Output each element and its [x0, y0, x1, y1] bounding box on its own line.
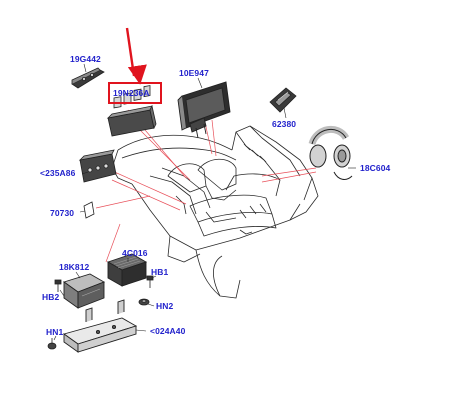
- callout-arrow: [125, 27, 147, 85]
- part-62380-illustration: [269, 87, 297, 113]
- label-HB2[interactable]: HB2: [42, 292, 60, 302]
- part-024A40-illustration: [62, 299, 138, 353]
- label-HN2[interactable]: HN2: [156, 301, 174, 311]
- part-18C604-illustration: [308, 126, 353, 180]
- fastener-HB2-illustration: [54, 279, 62, 292]
- part-leader-lines: [53, 63, 356, 341]
- part-18K812-illustration: [62, 273, 106, 309]
- label-024A40[interactable]: <024A40: [150, 326, 186, 336]
- part-235A86-illustration: [78, 149, 117, 183]
- fastener-HN2-illustration: [138, 298, 150, 306]
- part-4C016-illustration: [106, 253, 148, 287]
- part-70730-illustration: [83, 201, 95, 219]
- label-19G442[interactable]: 19G442: [70, 54, 101, 64]
- fastener-HB1-illustration: [146, 275, 154, 288]
- vehicle-interior-outline: [111, 125, 319, 299]
- label-HN1[interactable]: HN1: [46, 327, 64, 337]
- label-18K812[interactable]: 18K812: [59, 262, 90, 272]
- label-19N236A[interactable]: 19N236A: [113, 88, 150, 98]
- label-70730[interactable]: 70730: [50, 208, 75, 218]
- highlight-box: [108, 82, 162, 104]
- part-19G442-illustration: [71, 67, 105, 89]
- label-10E947[interactable]: 10E947: [179, 68, 209, 78]
- part-10E947-illustration: [177, 81, 231, 139]
- label-62380[interactable]: 62380: [272, 119, 297, 129]
- label-18C604[interactable]: 18C604: [360, 163, 391, 173]
- label-HB1[interactable]: HB1: [151, 267, 169, 277]
- label-4C016[interactable]: 4C016: [122, 248, 148, 258]
- fastener-HN1-illustration: [47, 338, 57, 350]
- label-235A86[interactable]: <235A86: [40, 168, 76, 178]
- leader-lines: [95, 109, 317, 263]
